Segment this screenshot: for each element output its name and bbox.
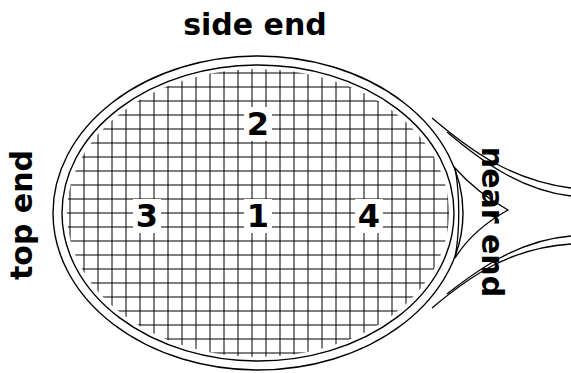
throat-outer bbox=[432, 118, 571, 308]
side-label: side end bbox=[183, 10, 327, 40]
frame-outer bbox=[53, 56, 463, 370]
near-label: near end bbox=[477, 147, 507, 297]
callout-number: 3 bbox=[133, 199, 161, 233]
string-bed bbox=[60, 60, 460, 370]
frame-inner bbox=[62, 65, 454, 361]
top-label: top end bbox=[7, 150, 37, 280]
callout-number: 2 bbox=[244, 107, 272, 141]
callout-number: 4 bbox=[355, 199, 383, 233]
callout-number: 1 bbox=[244, 199, 272, 233]
throat-inner bbox=[447, 132, 571, 294]
